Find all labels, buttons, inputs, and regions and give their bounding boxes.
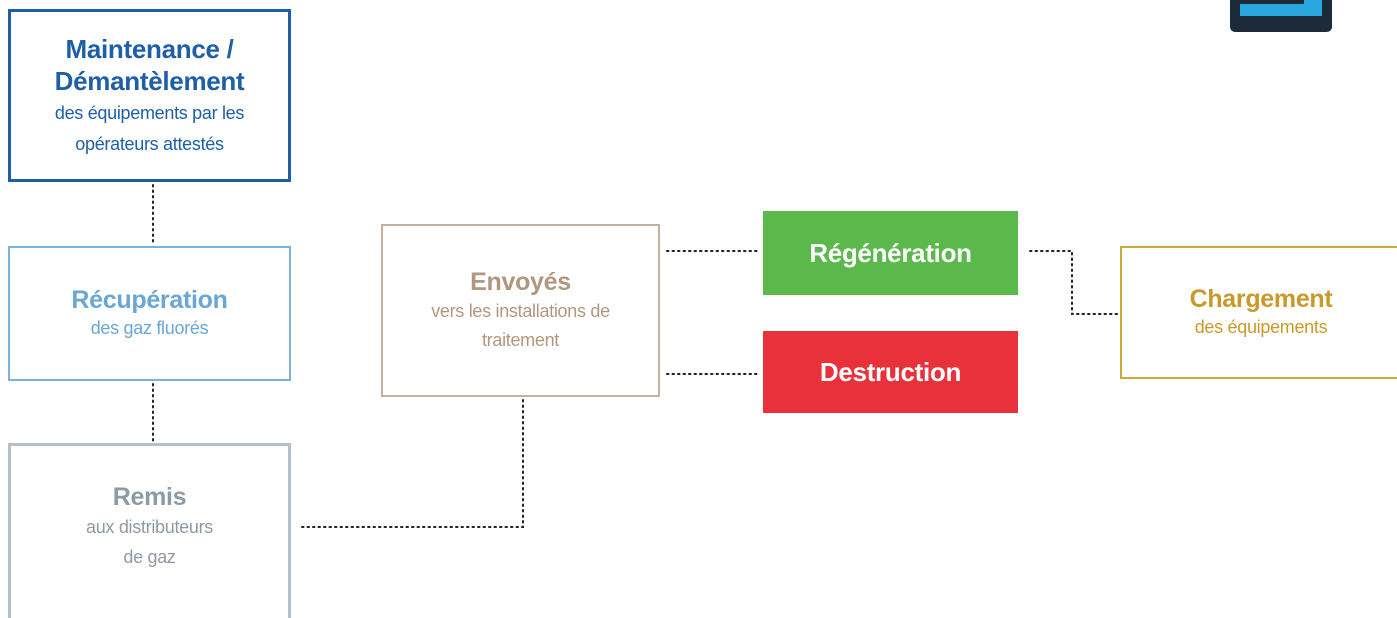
- remis-title: Remis: [112, 483, 187, 511]
- maintenance-title-line2: Démantèlement: [54, 65, 245, 96]
- destruction-node: Destruction: [763, 331, 1018, 413]
- chargement-title: Chargement: [1189, 285, 1333, 313]
- maintenance-title-line1: Maintenance /: [65, 33, 234, 64]
- destruction-title: Destruction: [819, 356, 962, 387]
- envoyes-sub-line2: traitement: [481, 329, 560, 350]
- connector-remis-envoyes: [301, 399, 524, 528]
- connector-regeneration-chargement: [1029, 250, 1119, 315]
- logo-bar-vertical: [1304, 0, 1322, 16]
- chargement-node: Chargement des équipements: [1120, 246, 1397, 379]
- remis-node: Remis aux distributeurs de gaz: [8, 443, 291, 618]
- chargement-sub: des équipements: [1194, 317, 1328, 337]
- regeneration-title: Régénération: [809, 237, 972, 268]
- envoyes-sub-line1: vers les installations de: [431, 300, 610, 321]
- recuperation-sub: des gaz fluorés: [90, 318, 209, 338]
- remis-sub-line2: de gaz: [123, 547, 176, 567]
- maintenance-sub-line2: opérateurs attestés: [75, 133, 224, 154]
- regeneration-node: Régénération: [763, 211, 1018, 295]
- remis-sub-line1: aux distributeurs: [86, 517, 213, 537]
- logo-bar: [1240, 4, 1322, 16]
- maintenance-node: Maintenance / Démantèlement des équipeme…: [8, 9, 291, 182]
- recuperation-node: Récupération des gaz fluorés: [8, 246, 291, 381]
- brand-logo-icon[interactable]: [1230, 0, 1332, 32]
- maintenance-sub-line1: des équipements par les: [54, 102, 245, 123]
- envoyes-node: Envoyés vers les installations de traite…: [381, 224, 660, 397]
- recuperation-title: Récupération: [71, 286, 228, 314]
- envoyes-title: Envoyés: [470, 267, 571, 296]
